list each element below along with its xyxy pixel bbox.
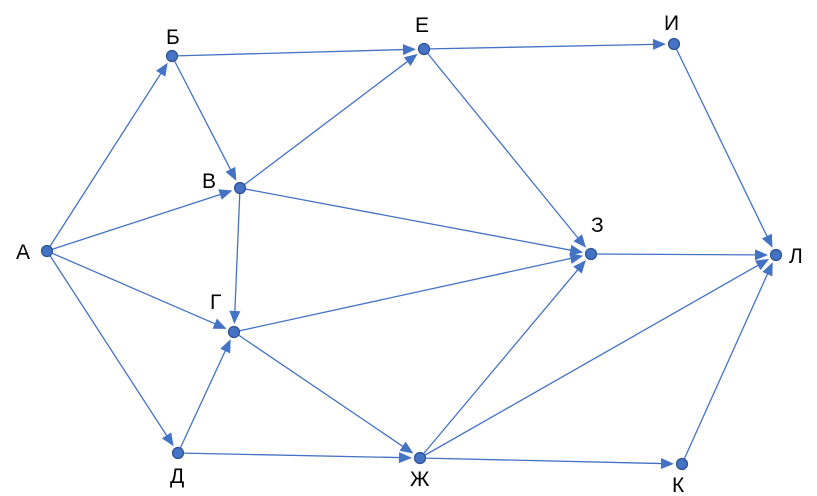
edge-line [177,452,401,459]
arrowhead-icon [156,62,168,77]
edge-line [233,331,404,448]
arrowhead-icon [569,253,584,264]
edge-k-l [681,262,773,465]
edge-line [673,43,768,238]
node-b [165,49,179,63]
node-g [227,325,241,339]
node-i [667,37,681,51]
node-l [769,248,783,262]
edge-line [46,250,168,437]
edge-d-g [177,339,231,454]
edge-line [46,72,162,252]
label-i: И [664,12,679,35]
edge-a-g [46,250,227,329]
edge-v-g [229,187,241,325]
edge-line [419,457,663,465]
arrowhead-icon [218,189,233,200]
arrowhead-icon [755,258,770,271]
label-g: Г [210,291,221,314]
edge-b-v [171,55,237,181]
edges-layer [46,38,773,470]
arrowhead-icon [212,318,227,329]
node-d [171,446,185,460]
node-e [417,42,431,56]
edge-line [590,253,757,256]
label-d: Д [170,465,184,488]
edge-e-i [423,38,667,50]
arrowhead-icon [161,432,174,447]
label-b: Б [166,26,180,49]
edge-line [177,349,227,454]
edge-line [234,187,241,313]
edge-g-zh [233,331,414,454]
edge-line [423,43,655,50]
edge-zh-k [419,457,675,470]
edge-v-z [239,187,584,256]
edge-line [171,55,232,171]
edge-a-b [46,62,168,252]
edge-zh-l [419,258,770,459]
arrowhead-icon [573,260,586,274]
edge-z-l [590,249,769,261]
node-k [675,457,689,471]
arrowhead-icon [569,244,584,256]
edge-line [419,264,759,459]
edge-b-e [171,44,417,57]
edge-a-d [46,250,174,447]
edge-i-l [673,43,773,248]
edge-line [239,60,409,189]
arrowhead-icon [403,53,418,67]
edge-a-v [46,189,233,252]
labels-layer: А Б В Г Д Е Ж З И К Л [16,12,803,496]
edge-g-z [233,253,584,333]
label-l: Л [789,245,803,268]
arrowhead-icon [229,310,241,325]
arrowhead-icon [220,339,231,354]
arrowhead-icon [225,166,237,181]
edge-line [419,268,579,459]
edge-d-zh [177,452,413,464]
edge-line [46,250,216,325]
arrowhead-icon [660,458,675,470]
label-k: К [672,474,685,496]
label-zh: Ж [410,468,430,491]
edge-e-z [423,48,586,248]
edge-zh-z [419,260,586,459]
arrowhead-icon [761,233,773,248]
edge-line [233,257,572,333]
arrowhead-icon [402,44,417,56]
edge-line [239,187,572,251]
edge-line [681,272,769,465]
arrowhead-icon [754,249,769,261]
nodes-layer [40,37,783,471]
node-v [233,181,247,195]
label-a: А [16,241,30,264]
label-v: В [202,170,216,193]
arrowhead-icon [762,262,773,277]
edge-line [423,48,579,239]
arrowhead-icon [398,452,413,464]
node-a [40,244,54,258]
node-z [584,247,598,261]
label-z: З [591,214,604,237]
node-zh [413,451,427,465]
arrowhead-icon [652,38,667,50]
label-e: Е [415,14,429,37]
edge-line [46,193,222,252]
arrowhead-icon [399,441,414,454]
edge-line [171,48,405,57]
arrowhead-icon [573,234,586,248]
edge-v-e [239,53,418,189]
